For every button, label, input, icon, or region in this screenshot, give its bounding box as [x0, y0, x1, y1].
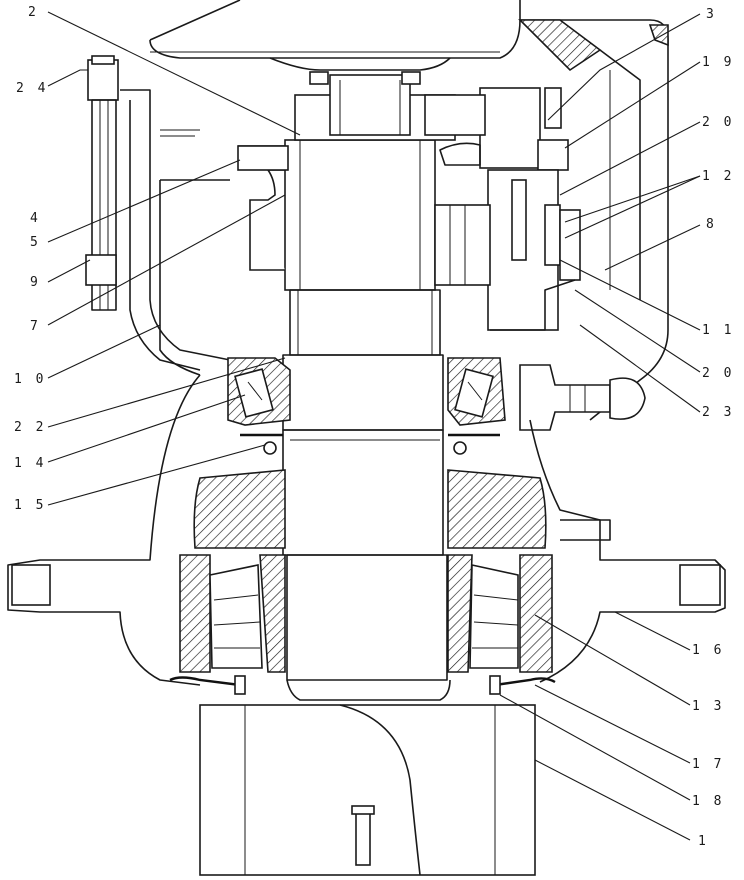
planet-assembly	[424, 87, 581, 331]
left-housing-wall	[120, 89, 231, 376]
callout-2: 2	[28, 5, 39, 20]
upper-right-housing	[518, 19, 669, 421]
callout-22: 2 2	[14, 420, 46, 435]
callout-9: 9	[30, 275, 41, 290]
callout-10: 1 0	[14, 372, 46, 387]
callout-16: 1 6	[692, 643, 724, 658]
callout-18: 1 8	[692, 794, 724, 809]
callout-12: 1 2	[702, 169, 734, 184]
callout-3: 3	[706, 7, 717, 22]
callout-24: 2 4	[16, 81, 48, 96]
callout-19: 1 9	[702, 55, 734, 70]
callout-15: 1 5	[14, 498, 46, 513]
callout-4: 4	[30, 211, 41, 226]
callout-11: 1 1	[702, 323, 734, 338]
upper-bearing	[227, 357, 506, 426]
lower-seals	[169, 675, 556, 695]
callout-1: 1	[698, 834, 709, 849]
lower-housing	[7, 374, 726, 686]
leader-lines	[47, 11, 701, 841]
bolt-24	[85, 55, 119, 311]
callout-5: 5	[30, 235, 41, 250]
motor-housing	[149, 0, 521, 71]
callout-13: 1 3	[692, 699, 724, 714]
hydraulic-port	[519, 364, 646, 431]
callout-20-upper: 2 0	[702, 115, 734, 130]
main-shaft	[282, 139, 451, 701]
seal-15	[240, 433, 500, 455]
callout-17: 1 7	[692, 757, 724, 772]
lower-bearing	[179, 469, 553, 673]
carrier-left	[237, 145, 289, 271]
callout-23: 2 3	[702, 405, 734, 420]
callout-8: 8	[706, 217, 717, 232]
callout-7: 7	[30, 319, 41, 334]
callout-labels: 2 2 4 4 5 9 7 1 0 2 2 1 4 1 5 3 1 9 2 0 …	[14, 5, 734, 849]
output-pinion	[199, 704, 536, 876]
callout-14: 1 4	[14, 456, 46, 471]
callout-20-lower: 2 0	[702, 366, 734, 381]
